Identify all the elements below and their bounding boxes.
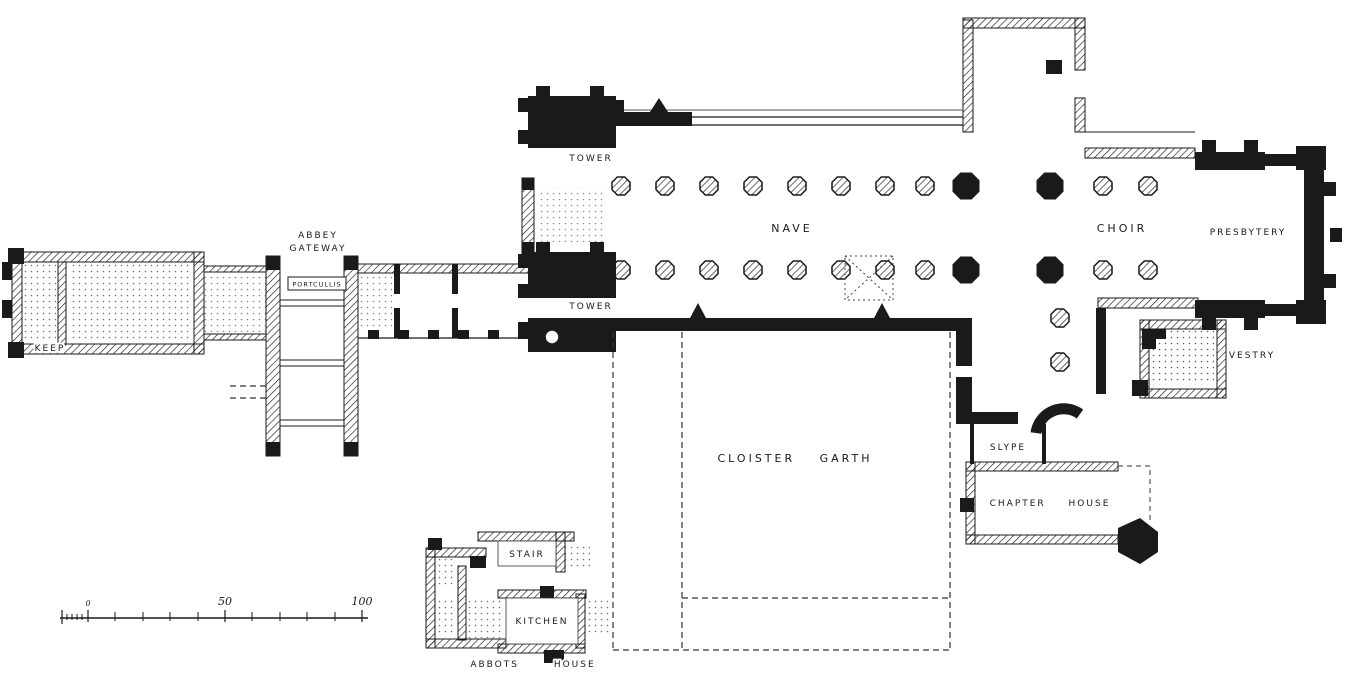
stair-label: STAIR [509, 550, 545, 560]
kitchen-room [505, 597, 579, 645]
portcullis-box [287, 276, 347, 291]
slype-label: SLYPE [990, 443, 1026, 453]
scale-bar: 0 50 100 [60, 595, 373, 624]
presbytery: PRESBYTERY [1195, 140, 1342, 330]
gateway-range [357, 263, 547, 339]
portcullis-label: PORTCULLIS [292, 281, 341, 289]
tower-northwest-label: TOWER [568, 154, 612, 164]
arcade-columns [611, 172, 1158, 372]
abbots-house-label: ABBOTS HOUSE [470, 660, 595, 670]
north-transept [962, 17, 1086, 133]
abbey-gateway-label-line1: ABBEY [298, 231, 338, 241]
kitchen-label: KITCHEN [516, 617, 569, 627]
vestry: VESTRY [1132, 319, 1275, 399]
scale-hundred-label: 100 [352, 595, 373, 608]
keep-label: KEEP [35, 344, 66, 354]
presbytery-label: PRESBYTERY [1210, 228, 1287, 238]
slype: SLYPE [970, 424, 1046, 464]
chapter-house-apse [1118, 518, 1158, 564]
choir-walls [1084, 131, 1199, 309]
chapter-house-label: CHAPTER HOUSE [990, 499, 1111, 509]
southwest-tower: TOWER [518, 242, 616, 352]
northwest-tower: TOWER [518, 86, 624, 166]
nave-south-wall [616, 303, 956, 331]
stair-room [497, 540, 557, 567]
choir-label: CHOIR [1097, 222, 1148, 235]
nave-label: NAVE [771, 222, 813, 235]
cloister-garth: CLOISTER GARTH [612, 332, 952, 652]
keep: KEEP [2, 248, 205, 358]
abbots-house: STAIR KITCHEN ABBOTS HOUSE [425, 531, 613, 672]
nave-north-wall [612, 98, 963, 126]
scale-zero-label: 0 [85, 599, 90, 608]
scale-fifty-label: 50 [218, 595, 232, 608]
tower-southwest-label: TOWER [568, 302, 612, 312]
screen-dotted-square [844, 255, 894, 301]
keep-range [203, 265, 270, 399]
chapter-house: CHAPTER HOUSE [960, 461, 1158, 564]
apsidal-chapel-wall [1030, 403, 1084, 435]
abbey-gateway: ABBEY GATEWAY PORTCULLIS [265, 231, 359, 457]
south-transept [956, 308, 1106, 435]
cloister-garth-label: CLOISTER GARTH [718, 452, 873, 465]
vestry-label: VESTRY [1229, 351, 1275, 361]
stair-turret [543, 328, 561, 346]
west-front [521, 177, 606, 255]
abbey-gateway-label-line2: GATEWAY [290, 244, 347, 254]
